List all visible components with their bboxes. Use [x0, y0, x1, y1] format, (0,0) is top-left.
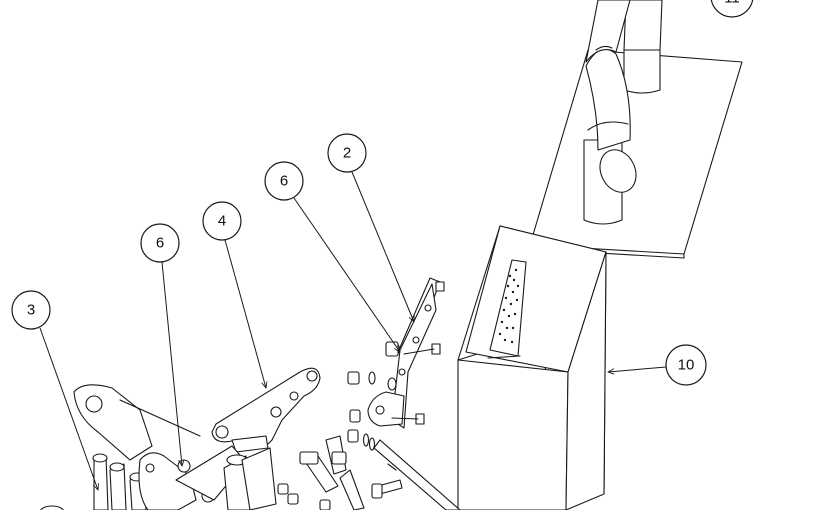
callout-6-right: 6 — [264, 161, 304, 201]
part-10-box — [457, 225, 607, 510]
callout-6-left: 6 — [140, 223, 180, 263]
callout-6-right-label: 6 — [280, 173, 288, 190]
callout-2-label: 2 — [343, 145, 351, 162]
callout-2: 2 — [327, 133, 367, 173]
callout-6-left-label: 6 — [156, 235, 164, 252]
callout-4: 4 — [202, 201, 242, 241]
leader-lines — [39, 171, 667, 490]
perforation-pattern — [498, 268, 520, 344]
callout-10-label: 10 — [678, 357, 695, 374]
callout-11-label: 11 — [724, 0, 740, 7]
callout-11: 11 — [710, 0, 754, 18]
part-2-bracket — [347, 277, 445, 451]
callout-3-label: 3 — [27, 302, 35, 319]
callout-3: 3 — [11, 290, 51, 330]
part-3-frame — [40, 384, 277, 510]
part-11-tube-plate — [529, 0, 743, 259]
part-4-link-arm — [211, 367, 321, 453]
callout-4-label: 4 — [218, 213, 226, 230]
hardware-bolts — [261, 435, 461, 510]
callout-10: 10 — [665, 344, 707, 386]
